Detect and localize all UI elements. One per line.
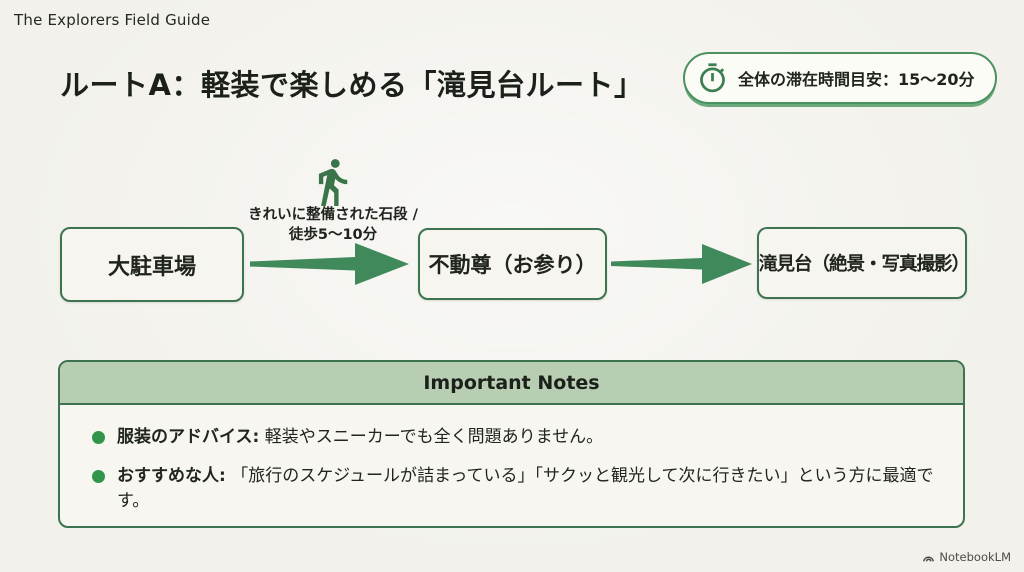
note-item-detail: 「旅行のスケジュールが詰まっている」「サクッと観光して次に行きたい」という方に最… — [117, 465, 934, 512]
duration-badge-label: 全体の滞在時間目安：15〜20分 — [738, 70, 975, 89]
note-item-text: おすすめな人: 「旅行のスケジュールが詰まっている」「サクッと観光して次に行きた… — [117, 464, 935, 515]
flow-arrow-1-icon — [249, 239, 411, 293]
notebooklm-logo-label: NotebookLM — [939, 550, 1011, 564]
flow-node-fudoson: 不動尊（お参り） — [418, 228, 607, 300]
note-item-label: 服装のアドバイス: — [117, 427, 260, 447]
notebooklm-logo-icon — [922, 551, 935, 564]
walk-segment-caption-line2: 徒歩5〜10分 — [288, 227, 378, 243]
flow-arrow-2-icon — [610, 241, 754, 291]
slide-title: ルートA：軽装で楽しめる「滝見台ルート」 — [60, 68, 644, 102]
important-notes-body: 服装のアドバイス: 軽装やスニーカーでも全く問題ありません。 おすすめな人: 「… — [60, 405, 963, 515]
duration-badge: 全体の滞在時間目安：15〜20分 — [683, 52, 997, 104]
walk-segment-caption: きれいに整備された石段 / 徒歩5〜10分 — [228, 205, 438, 245]
note-item-label: おすすめな人: — [117, 465, 226, 486]
note-item-text: 服装のアドバイス: 軽装やスニーカーでも全く問題ありません。 — [117, 425, 603, 451]
deck-brand-label: The Explorers Field Guide — [14, 11, 211, 29]
list-item: おすすめな人: 「旅行のスケジュールが詰まっている」「サクッと観光して次に行きた… — [92, 464, 935, 515]
bullet-dot-icon — [92, 469, 105, 483]
flow-node-parking: 大駐車場 — [60, 227, 244, 302]
note-item-detail: 軽装やスニーカーでも全く問題ありません。 — [259, 427, 604, 447]
notebooklm-attribution: NotebookLM — [922, 550, 1011, 564]
important-notes-panel: Important Notes 服装のアドバイス: 軽装やスニーカーでも全く問題… — [58, 360, 965, 528]
stopwatch-icon — [696, 62, 729, 95]
walk-segment-caption-line1: きれいに整備された石段 / — [248, 207, 418, 223]
walking-person-icon — [312, 158, 352, 210]
flow-node-takimidai: 滝見台（絶景・写真撮影） — [757, 227, 970, 299]
bullet-dot-icon — [92, 431, 105, 444]
list-item: 服装のアドバイス: 軽装やスニーカーでも全く問題ありません。 — [92, 425, 935, 451]
important-notes-title: Important Notes — [60, 362, 963, 405]
